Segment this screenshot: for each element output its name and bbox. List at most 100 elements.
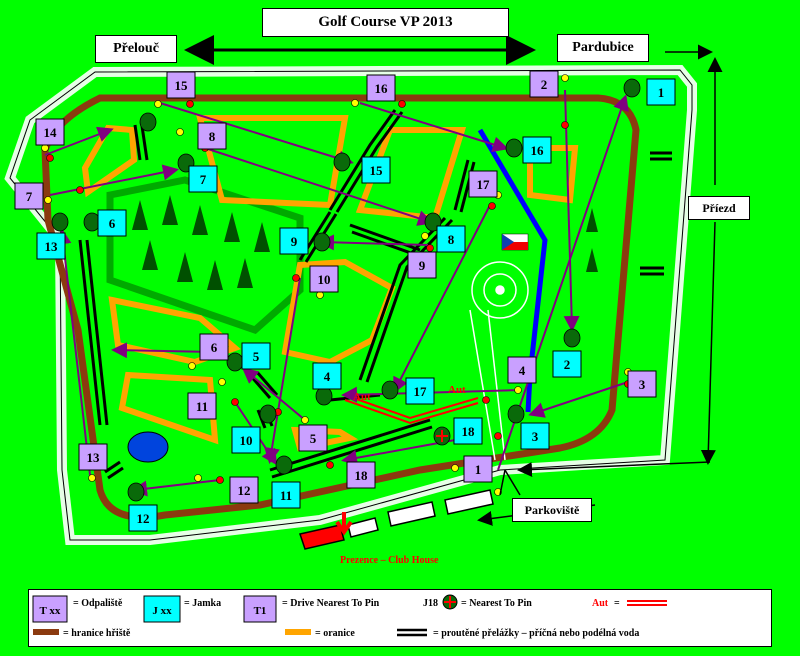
legend-hole-text: = Jamka	[184, 598, 221, 609]
hole-box	[646, 78, 676, 106]
tee-box	[187, 392, 217, 420]
hole-box	[271, 481, 301, 509]
tee-number: 7	[26, 189, 33, 204]
hole-1: 1	[646, 78, 676, 106]
tee-13: 13	[78, 443, 108, 471]
tee-box	[346, 461, 376, 489]
tee-18: 18	[346, 461, 376, 489]
hole-17: 17	[405, 377, 435, 405]
tee-box	[529, 70, 559, 98]
tee-box	[463, 455, 493, 483]
tee-number: 17	[477, 177, 491, 192]
tee-number: 2	[541, 77, 548, 92]
tee-box	[507, 356, 537, 384]
tee-number: 11	[196, 399, 208, 414]
legend-hole-symbol: J xx	[152, 605, 172, 617]
tee-number: 3	[639, 377, 646, 392]
clubhouse-label: Prezence – Club House	[340, 555, 439, 566]
aut-label-right: Aut	[448, 384, 466, 396]
hole-9: 9	[279, 227, 309, 255]
tee-number: 10	[318, 272, 331, 287]
tee-9: 9	[407, 251, 437, 279]
legend-water-text: = proutěné přelážky – příčná nebo podéln…	[433, 628, 639, 639]
hole-number: 15	[370, 163, 384, 178]
tee-2: 2	[529, 70, 559, 98]
hole-number: 10	[240, 433, 253, 448]
hole-8: 8	[436, 225, 466, 253]
tee-number: 12	[238, 483, 251, 498]
tee-box	[229, 476, 259, 504]
hole-7: 7	[188, 165, 218, 193]
hole-number: 12	[137, 511, 150, 526]
stream	[477, 128, 548, 413]
hole-box	[312, 362, 342, 390]
tee-number: 15	[175, 78, 189, 93]
hole-box	[279, 227, 309, 255]
legend-drive-symbol: T1	[254, 605, 267, 617]
tee-number: 18	[355, 468, 369, 483]
hole-number: 9	[291, 234, 298, 249]
legend-near-symbol: J18	[423, 598, 438, 609]
legend-drive-text: = Drive Nearest To Pin	[282, 598, 380, 609]
legend-aut-symbol: Aut	[592, 598, 609, 609]
tee-box	[78, 443, 108, 471]
hole-12: 12	[128, 504, 158, 532]
tee-11: 11	[187, 392, 217, 420]
tee-14: 14	[35, 118, 65, 146]
out-of-bounds-lines	[344, 394, 479, 425]
hole-2: 2	[552, 350, 582, 378]
hole-4: 4	[312, 362, 342, 390]
hole-number: 11	[280, 488, 292, 503]
hole-number: 18	[462, 424, 476, 439]
tee-1: 1	[463, 455, 493, 483]
tee-box	[468, 170, 498, 198]
hole-10: 10	[231, 426, 261, 454]
hole-15: 15	[361, 156, 391, 184]
hole-box	[36, 232, 66, 260]
hole-box	[520, 422, 550, 450]
hole-number: 5	[253, 349, 260, 364]
tee-number: 8	[209, 129, 216, 144]
hole-5: 5	[241, 342, 271, 370]
hole-13: 13	[36, 232, 66, 260]
aut-label-center: Aut	[353, 391, 371, 403]
hole-box	[231, 426, 261, 454]
tee-5: 5	[298, 424, 328, 452]
hole-number: 1	[658, 85, 665, 100]
hole-3: 3	[520, 422, 550, 450]
tee-12: 12	[229, 476, 259, 504]
legend-rough-text: = oranice	[315, 628, 355, 639]
tee-box	[407, 251, 437, 279]
hole-box	[405, 377, 435, 405]
tee-number: 13	[87, 450, 101, 465]
hurdles	[78, 109, 672, 480]
clubhouse-arrow-icon	[335, 512, 353, 536]
tee-3: 3	[627, 370, 657, 398]
tee-box	[14, 182, 44, 210]
tee-box	[199, 333, 229, 361]
legend-aut-eq: =	[614, 598, 620, 609]
hole-16: 16	[522, 136, 552, 164]
tee-number: 9	[419, 258, 426, 273]
tee-number: 6	[211, 340, 218, 355]
tee-number: 1	[475, 462, 482, 477]
tee-markers	[41, 74, 632, 496]
tee-box	[627, 370, 657, 398]
tee-17: 17	[468, 170, 498, 198]
hole-box	[436, 225, 466, 253]
tee-6: 6	[199, 333, 229, 361]
tee-7: 7	[14, 182, 44, 210]
legend-tee-symbol: T xx	[40, 605, 61, 617]
legend-boundary-text: = hranice hřiště	[63, 628, 131, 639]
legend: T xx = Odpaliště J xx = Jamka T1 = Drive…	[28, 589, 772, 647]
town-right-label: Pardubice	[557, 34, 649, 62]
hole-box	[453, 417, 483, 445]
tee-box	[197, 122, 227, 150]
hole-11: 11	[271, 481, 301, 509]
hole-box	[188, 165, 218, 193]
trees	[132, 195, 598, 290]
driveway-label: Příezd	[688, 196, 750, 220]
tee-number: 16	[375, 81, 389, 96]
